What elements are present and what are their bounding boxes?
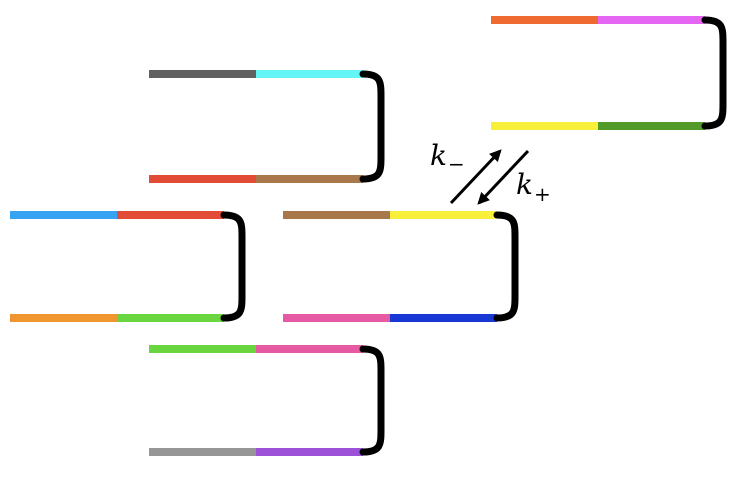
reverse-arrow bbox=[449, 149, 502, 205]
top-strand-segment bbox=[149, 70, 256, 78]
rate-k-minus: k− bbox=[430, 139, 465, 176]
rate-k-minus-subscript: − bbox=[448, 152, 465, 176]
hairpin-center bbox=[283, 211, 519, 322]
top-strand-segment bbox=[598, 16, 705, 24]
bottom-strand-segment bbox=[149, 448, 256, 456]
rate-k-plus-subscript: + bbox=[534, 182, 551, 206]
forward-arrow bbox=[477, 149, 530, 205]
top-strand-segment bbox=[10, 211, 117, 219]
bottom-strand-segment bbox=[256, 448, 363, 456]
top-strand-segment bbox=[256, 345, 363, 353]
equilibrium-arrows bbox=[449, 149, 530, 205]
hairpin-middle-left bbox=[10, 211, 246, 322]
bottom-strand-segment bbox=[256, 175, 363, 183]
hairpin-loop bbox=[493, 211, 519, 322]
hairpin-loop bbox=[701, 16, 727, 130]
top-strand-segment bbox=[256, 70, 363, 78]
hairpin-top-right bbox=[491, 16, 727, 130]
top-strand-segment bbox=[117, 211, 224, 219]
top-strand-segment bbox=[283, 211, 390, 219]
bottom-strand-segment bbox=[283, 314, 390, 322]
hairpin-bottom bbox=[149, 345, 385, 456]
bottom-strand-segment bbox=[149, 175, 256, 183]
bottom-strand-segment bbox=[390, 314, 497, 322]
hairpin-loop bbox=[359, 70, 385, 183]
top-strand-segment bbox=[491, 16, 598, 24]
top-strand-segment bbox=[149, 345, 256, 353]
top-strand-segment bbox=[390, 211, 497, 219]
bottom-strand-segment bbox=[117, 314, 224, 322]
hairpin-loop bbox=[359, 345, 385, 456]
bottom-strand-segment bbox=[10, 314, 117, 322]
bottom-strand-segment bbox=[598, 122, 705, 130]
rate-k-plus: k+ bbox=[516, 168, 551, 206]
hairpin-loop bbox=[220, 211, 246, 322]
hairpins bbox=[10, 16, 727, 456]
hairpin-upper-left bbox=[149, 70, 385, 183]
bottom-strand-segment bbox=[491, 122, 598, 130]
